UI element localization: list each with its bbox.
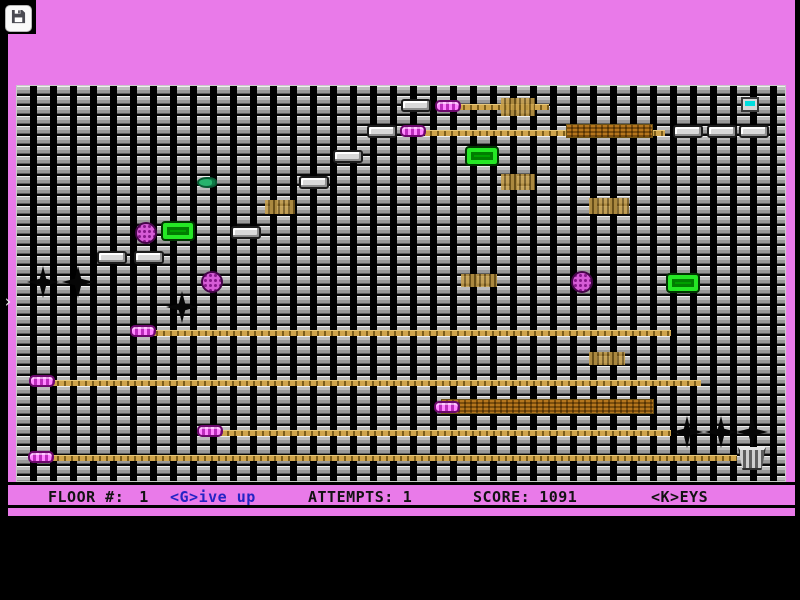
jack-sprite — [62, 266, 94, 298]
save-button[interactable] — [5, 5, 32, 32]
chevron-right-icon: › — [4, 292, 12, 312]
vehicle-sprite — [400, 125, 426, 137]
vehicle-sprite — [197, 425, 223, 437]
save-icon — [11, 9, 26, 28]
attempts-indicator: ATTEMPTS: 1 — [308, 488, 412, 506]
floor-label: FLOOR #: — [48, 488, 125, 506]
attempts-label: ATTEMPTS: — [308, 488, 394, 506]
vehicle-sprite — [29, 375, 55, 387]
elevator-sprite — [666, 273, 700, 293]
vehicle-sprite — [435, 100, 461, 112]
status-bar: FLOOR #: 1 <G>ive up ATTEMPTS: 1 SCORE: 109… — [8, 482, 795, 508]
vehicle-sprite — [130, 325, 156, 337]
plate-sprite — [97, 251, 127, 264]
jack-sprite — [671, 416, 703, 448]
rope — [566, 124, 653, 138]
monitor-sprite — [741, 97, 759, 112]
rope — [425, 130, 665, 136]
jack-sprite — [736, 416, 768, 448]
plate-sprite — [707, 125, 737, 138]
floor-value: 1 — [139, 488, 149, 506]
elevator-sprite — [465, 146, 499, 166]
elevator-sprite — [161, 221, 195, 241]
score-label: SCORE: — [473, 488, 531, 506]
rope — [31, 380, 701, 386]
patch — [501, 174, 535, 190]
ball-sprite — [135, 222, 157, 244]
plate-sprite — [134, 251, 164, 264]
plate-sprite — [299, 176, 329, 189]
floor-indicator: FLOOR #: 1 — [48, 488, 149, 506]
ball-sprite — [201, 271, 223, 293]
plate-sprite — [673, 125, 703, 138]
rope — [31, 455, 737, 461]
ball-sprite — [571, 271, 593, 293]
patch — [589, 198, 629, 214]
rope — [441, 399, 654, 414]
give-up-command: <G>ive up — [170, 488, 256, 506]
rope — [201, 430, 671, 436]
patch — [501, 98, 535, 116]
rope — [451, 104, 549, 110]
score-indicator: SCORE: 1091 — [473, 488, 577, 506]
keys-command: <K>EYS — [651, 488, 709, 506]
plate-sprite — [231, 226, 261, 239]
game-screen: FLOOR #: 1 <G>ive up ATTEMPTS: 1 SCORE: 109… — [8, 0, 795, 516]
game-area[interactable] — [16, 85, 786, 482]
jack-sprite — [705, 416, 737, 448]
trash-sprite — [738, 447, 766, 470]
jack-sprite — [27, 266, 59, 298]
plate-sprite — [739, 125, 769, 138]
plate-sprite — [333, 150, 363, 163]
vehicle-sprite — [434, 401, 460, 413]
plate-sprite — [367, 125, 397, 138]
patch — [589, 352, 625, 365]
patch — [265, 200, 295, 214]
score-value: 1091 — [539, 488, 578, 506]
rope — [151, 330, 671, 336]
attempts-value: 1 — [402, 488, 413, 506]
plate-sprite — [401, 99, 431, 112]
vehicle-sprite — [28, 451, 54, 463]
bug-sprite — [197, 177, 217, 188]
patch — [461, 274, 497, 287]
jack-sprite — [166, 291, 198, 323]
sidebar-toggle[interactable]: › — [1, 287, 15, 317]
